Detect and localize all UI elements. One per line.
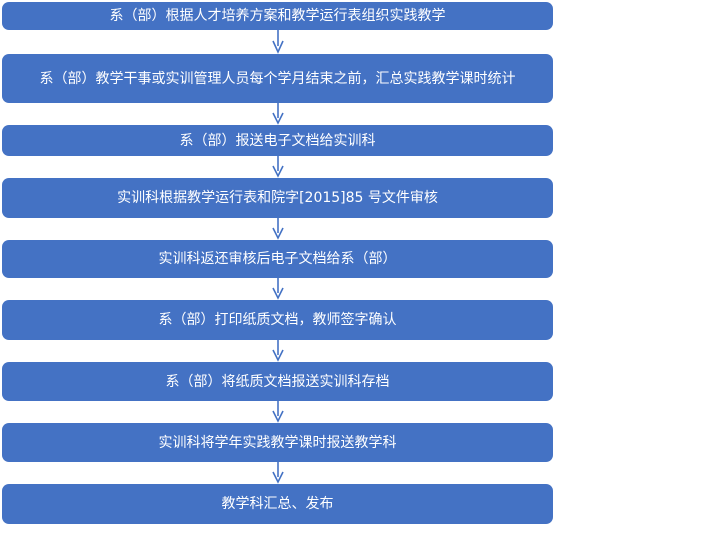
step-7-text: 系（部）将纸质文档报送实训科存档	[165, 373, 390, 390]
arrow-down-icon	[272, 30, 284, 54]
step-8-box: 实训科将学年实践教学课时报送教学科	[2, 423, 553, 462]
step-5-box: 实训科返还审核后电子文档给系（部）	[2, 240, 553, 278]
step-1-box: 系（部）根据人才培养方案和教学运行表组织实践教学	[2, 2, 553, 30]
step-9-box: 教学科汇总、发布	[2, 484, 553, 524]
step-6-text: 系（部）打印纸质文档，教师签字确认	[158, 312, 397, 328]
arrow-down-icon	[272, 218, 284, 240]
step-8-text: 实训科将学年实践教学课时报送教学科	[158, 434, 397, 451]
arrow-down-icon	[272, 340, 284, 362]
step-5-text: 实训科返还审核后电子文档给系（部）	[158, 251, 397, 267]
step-3-text: 系（部）报送电子文档给实训科	[179, 132, 376, 149]
arrow-down-icon	[272, 278, 284, 300]
arrow-down-icon	[272, 103, 284, 125]
step-2-text: 系（部）教学干事或实训管理人员每个学月结束之前，汇总实践教学课时统计	[39, 70, 516, 87]
step-6-box: 系（部）打印纸质文档，教师签字确认	[2, 300, 553, 340]
arrow-down-icon	[272, 462, 284, 484]
arrow-down-icon	[272, 156, 284, 178]
arrow-down-icon	[272, 401, 284, 423]
step-4-text: 实训科根据教学运行表和院字[2015]85 号文件审核	[117, 190, 438, 206]
step-2-box: 系（部）教学干事或实训管理人员每个学月结束之前，汇总实践教学课时统计	[2, 54, 553, 103]
step-3-box: 系（部）报送电子文档给实训科	[2, 125, 553, 156]
step-7-box: 系（部）将纸质文档报送实训科存档	[2, 362, 553, 401]
step-1-text: 系（部）根据人才培养方案和教学运行表组织实践教学	[109, 8, 446, 24]
step-9-text: 教学科汇总、发布	[221, 496, 334, 512]
step-4-box: 实训科根据教学运行表和院字[2015]85 号文件审核	[2, 178, 553, 218]
